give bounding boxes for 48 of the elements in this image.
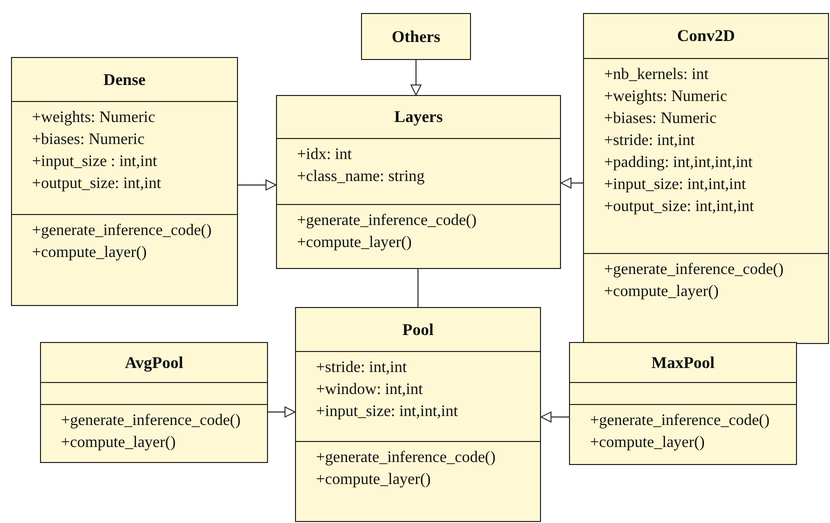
class-box [295,307,541,522]
attribute-text: +output_size: int,int [32,174,162,194]
method-text: +compute_layer() [590,433,706,453]
attribute-text: +biases: Numeric [32,130,146,150]
attribute-text: +nb_kernels: int [604,65,710,85]
method-text: +compute_layer() [32,243,148,263]
class-name: MaxPool [650,352,716,374]
method-text: +compute_layer() [297,233,413,253]
attribute-text: +stride: int,int [316,358,408,378]
class-box [276,95,561,269]
attribute-text: +padding: int,int,int,int [604,153,754,173]
method-text: +generate_inference_code() [61,411,242,431]
attribute-text: +input_size : int,int [32,152,158,172]
class-name: Conv2D [676,25,736,47]
class-name: Pool [401,318,435,340]
inheritance-arrow [560,178,583,188]
inheritance-arrow [410,60,422,96]
attribute-text: +biases: Numeric [604,109,718,129]
inheritance-arrow [238,180,276,190]
method-text: +generate_inference_code() [604,260,785,280]
class-box [11,57,238,306]
attribute-text: +input_size: int,int,int [604,175,747,195]
class-name: Dense [102,68,147,90]
method-text: +compute_layer() [604,282,720,302]
method-text: +generate_inference_code() [590,411,771,431]
inheritance-arrow [540,412,569,422]
attribute-text: +input_size: int,int,int [316,402,459,422]
method-text: +compute_layer() [316,470,432,490]
class-box [583,13,829,344]
association-line [417,269,419,307]
method-text: +generate_inference_code() [316,448,497,468]
class-box [361,13,471,60]
class-name: Layers [393,106,444,128]
attribute-text: +window: int,int [316,380,424,400]
attribute-text: +class_name: string [297,167,426,187]
class-box [569,342,797,465]
class-box [40,342,268,463]
attribute-text: +weights: Numeric [604,87,728,107]
method-text: +generate_inference_code() [32,221,213,241]
method-text: +generate_inference_code() [297,211,478,231]
attribute-text: +weights: Numeric [32,108,156,128]
attribute-text: +idx: int [297,145,353,165]
class-name: Others [390,26,442,48]
attribute-text: +stride: int,int [604,131,696,151]
method-text: +compute_layer() [61,433,177,453]
class-name: AvgPool [124,352,184,374]
attribute-text: +output_size: int,int,int [604,197,755,217]
inheritance-arrow [268,406,296,418]
